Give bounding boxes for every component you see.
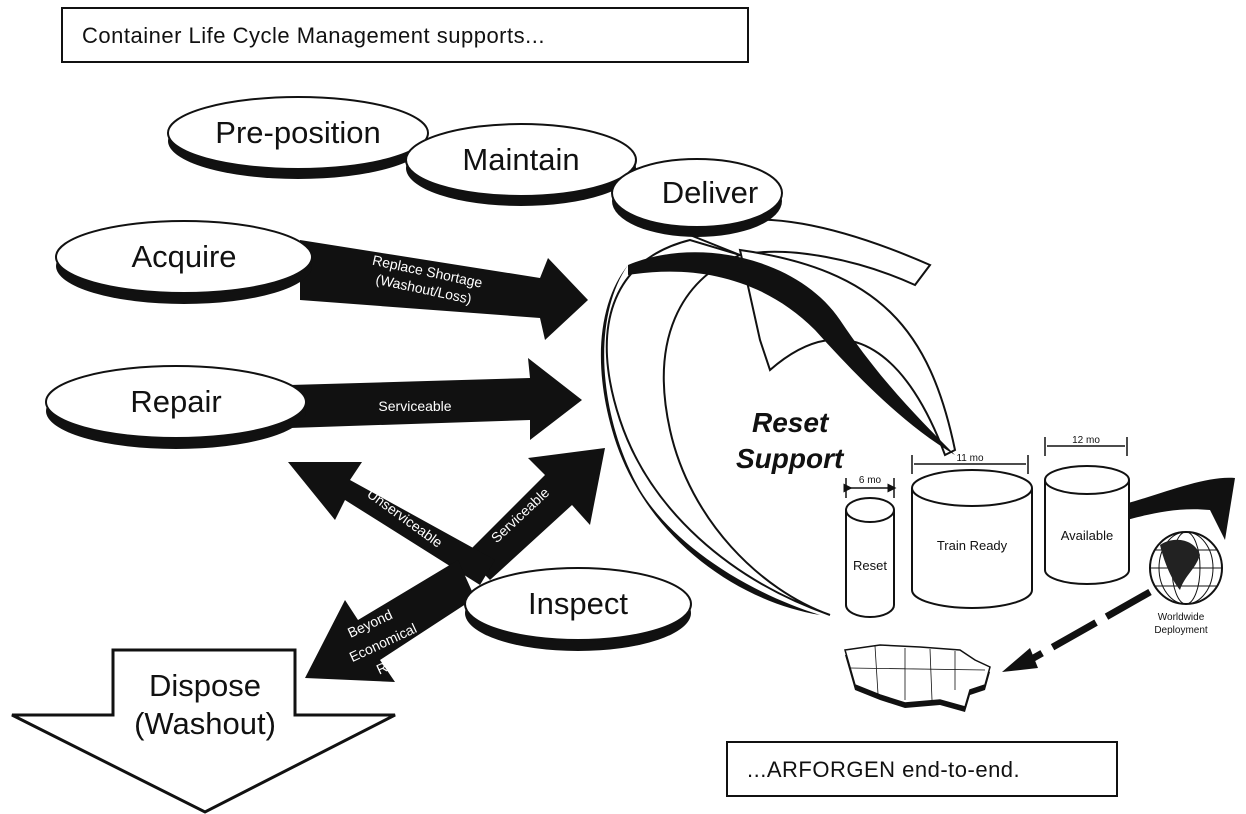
arrow-beyond-economical: Beyond Economical Repair: [305, 560, 475, 682]
footer-box: ...ARFORGEN end-to-end.: [726, 741, 1118, 797]
duration-available: 12 mo: [1044, 435, 1128, 456]
train-ready-label: Train Ready: [937, 538, 1008, 553]
available-duration: 12 mo: [1072, 435, 1100, 446]
train-duration: 11 mo: [956, 453, 983, 464]
node-preposition: Pre-position: [167, 96, 429, 179]
arrow-unserviceable: Unserviceable: [288, 462, 495, 585]
dispose-line2: (Washout): [134, 706, 276, 741]
node-acquire: Acquire Replace Shortage (Washout/Loss): [55, 220, 588, 340]
reset-duration: 6 mo: [859, 475, 882, 486]
deployment-arrow: [1002, 588, 1152, 672]
maintain-label: Maintain: [462, 142, 579, 177]
us-map-icon: [844, 644, 991, 712]
node-inspect: Inspect: [464, 567, 692, 651]
reset-support-line2: Support: [736, 443, 845, 474]
dispose-line1: Dispose: [149, 668, 261, 703]
deliver-label: Deliver: [662, 175, 758, 210]
deployment-line2: Deployment: [1154, 625, 1208, 636]
reset-cylinder-label: Reset: [853, 558, 887, 573]
duration-reset: 6 mo: [843, 475, 897, 498]
cylinder-train-ready: Train Ready: [911, 469, 1033, 609]
available-label: Available: [1061, 528, 1114, 543]
footer-title: ...ARFORGEN end-to-end.: [747, 757, 1020, 782]
cylinder-reset: Reset: [845, 497, 895, 618]
inspect-label: Inspect: [528, 586, 628, 621]
duration-train: 11 mo: [911, 453, 1029, 474]
header-box: Container Life Cycle Management supports…: [61, 7, 749, 63]
node-maintain: Maintain: [405, 123, 637, 206]
repair-label: Repair: [130, 384, 221, 419]
acquire-label: Acquire: [131, 239, 236, 274]
reset-support-line1: Reset: [752, 407, 830, 438]
node-repair: Repair Serviceable: [45, 358, 582, 449]
node-dispose: Dispose (Washout): [11, 648, 396, 814]
repair-serviceable-label: Serviceable: [378, 398, 451, 414]
node-deliver: Deliver: [611, 158, 783, 237]
preposition-label: Pre-position: [215, 115, 380, 150]
deployment-line1: Worldwide: [1158, 612, 1205, 623]
cylinder-available: Available: [1044, 465, 1130, 585]
globe-icon: [1149, 531, 1223, 605]
cylinder-connector: [1100, 477, 1235, 540]
header-title: Container Life Cycle Management supports…: [82, 23, 545, 48]
